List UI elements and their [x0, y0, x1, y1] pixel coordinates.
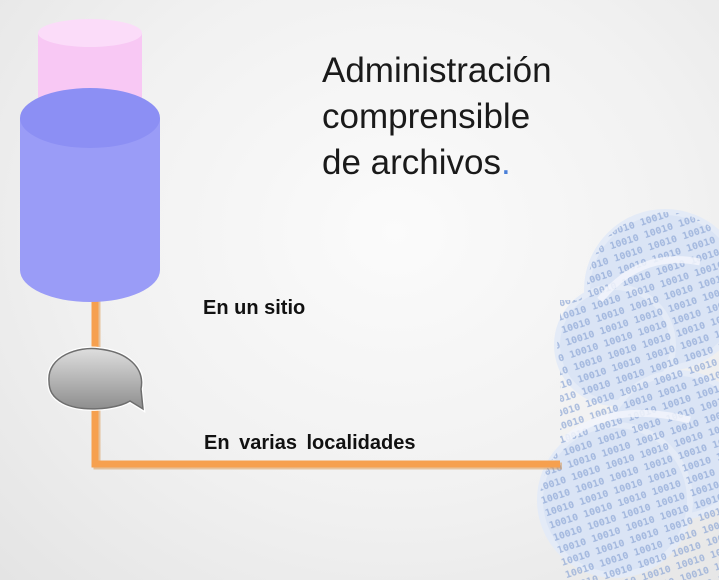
title-period: .	[500, 143, 511, 182]
diagram-title: Administración comprensible de archivos.	[322, 48, 552, 186]
title-line-1: Administración	[322, 51, 552, 90]
label-multiple-sites: En varias localidades	[204, 432, 416, 454]
speech-bubble-node-icon	[46, 346, 146, 413]
title-line-2: comprensible	[322, 97, 531, 136]
binary-cloud-icon	[537, 209, 719, 580]
title-line-3-text: de archivos	[322, 143, 501, 182]
database-icon	[20, 19, 160, 302]
label-single-site: En un sitio	[203, 297, 306, 319]
title-line-3: de archivos.	[322, 140, 552, 186]
